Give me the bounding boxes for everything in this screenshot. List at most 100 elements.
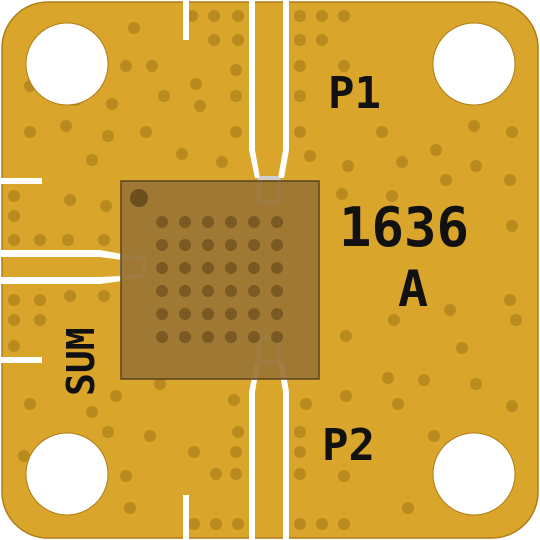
via-icon (188, 446, 200, 458)
via-icon (470, 378, 482, 390)
solder-ball-icon (179, 308, 191, 320)
via-icon (110, 390, 122, 402)
solder-ball-icon (248, 216, 260, 228)
via-icon (210, 468, 222, 480)
via-icon (428, 430, 440, 442)
via-icon (8, 234, 20, 246)
solder-ball-icon (225, 239, 237, 251)
solder-ball-icon (202, 308, 214, 320)
solder-ball-icon (271, 262, 283, 274)
via-icon (294, 60, 306, 72)
label-sum: SUM (59, 327, 103, 396)
via-icon (382, 372, 394, 384)
via-icon (230, 126, 242, 138)
via-icon (8, 314, 20, 326)
solder-ball-icon (225, 331, 237, 343)
via-icon (64, 194, 76, 206)
via-icon (342, 160, 354, 172)
via-icon (208, 10, 220, 22)
via-icon (456, 342, 468, 354)
solder-ball-icon (156, 331, 168, 343)
via-icon (208, 34, 220, 46)
via-icon (120, 470, 132, 482)
via-icon (506, 400, 518, 412)
via-icon (102, 130, 114, 142)
via-icon (60, 120, 72, 132)
via-icon (338, 470, 350, 482)
via-icon (146, 60, 158, 72)
via-icon (230, 90, 242, 102)
solder-ball-icon (156, 216, 168, 228)
solder-ball-icon (202, 216, 214, 228)
via-icon (232, 10, 244, 22)
solder-ball-icon (179, 262, 191, 274)
solder-ball-icon (156, 308, 168, 320)
via-icon (8, 294, 20, 306)
label-p1: P1 (328, 68, 381, 119)
label-p2: P2 (322, 420, 375, 471)
solder-ball-icon (271, 285, 283, 297)
via-icon (194, 100, 206, 112)
via-icon (128, 22, 140, 34)
via-icon (316, 10, 328, 22)
solder-ball-icon (225, 262, 237, 274)
via-icon (216, 156, 228, 168)
via-icon (294, 34, 306, 46)
via-icon (140, 126, 152, 138)
ic-package (120, 180, 320, 380)
via-icon (8, 340, 20, 352)
label-revision: A (398, 260, 428, 318)
via-icon (392, 398, 404, 410)
via-icon (506, 220, 518, 232)
solder-ball-icon (179, 239, 191, 251)
via-icon (336, 188, 348, 200)
via-icon (34, 314, 46, 326)
label-part-number: 1636 (339, 196, 469, 259)
via-icon (34, 294, 46, 306)
via-icon (304, 150, 316, 162)
via-icon (430, 144, 442, 156)
solder-ball-icon (248, 285, 260, 297)
mounting-hole-icon (25, 22, 109, 106)
via-icon (86, 154, 98, 166)
via-icon (396, 156, 408, 168)
via-icon (188, 518, 200, 530)
via-icon (402, 502, 414, 514)
via-field (8, 10, 522, 530)
via-icon (316, 34, 328, 46)
pin1-dot-icon (130, 189, 148, 207)
solder-ball-icon (271, 239, 283, 251)
solder-ball-icon (248, 331, 260, 343)
via-icon (102, 426, 114, 438)
via-icon (230, 446, 242, 458)
solder-ball-icon (248, 262, 260, 274)
solder-ball-icon (202, 285, 214, 297)
mounting-holes (25, 22, 516, 516)
via-icon (504, 294, 516, 306)
solder-ball-icon (202, 239, 214, 251)
solder-ball-icon (156, 239, 168, 251)
solder-ball-icon (225, 285, 237, 297)
solder-ball-icon (271, 308, 283, 320)
via-icon (338, 10, 350, 22)
via-icon (418, 374, 430, 386)
via-icon (86, 406, 98, 418)
via-icon (8, 190, 20, 202)
via-icon (106, 98, 118, 110)
via-icon (210, 518, 222, 530)
via-icon (470, 160, 482, 172)
via-icon (504, 174, 516, 186)
via-icon (24, 398, 36, 410)
via-icon (294, 518, 306, 530)
via-icon (232, 426, 244, 438)
via-icon (444, 304, 456, 316)
via-icon (338, 60, 350, 72)
via-icon (190, 78, 202, 90)
via-icon (294, 426, 306, 438)
via-icon (24, 126, 36, 138)
ball-grid (156, 216, 283, 343)
via-icon (468, 120, 480, 132)
via-icon (124, 502, 136, 514)
mounting-hole-icon (432, 432, 516, 516)
via-icon (294, 446, 306, 458)
